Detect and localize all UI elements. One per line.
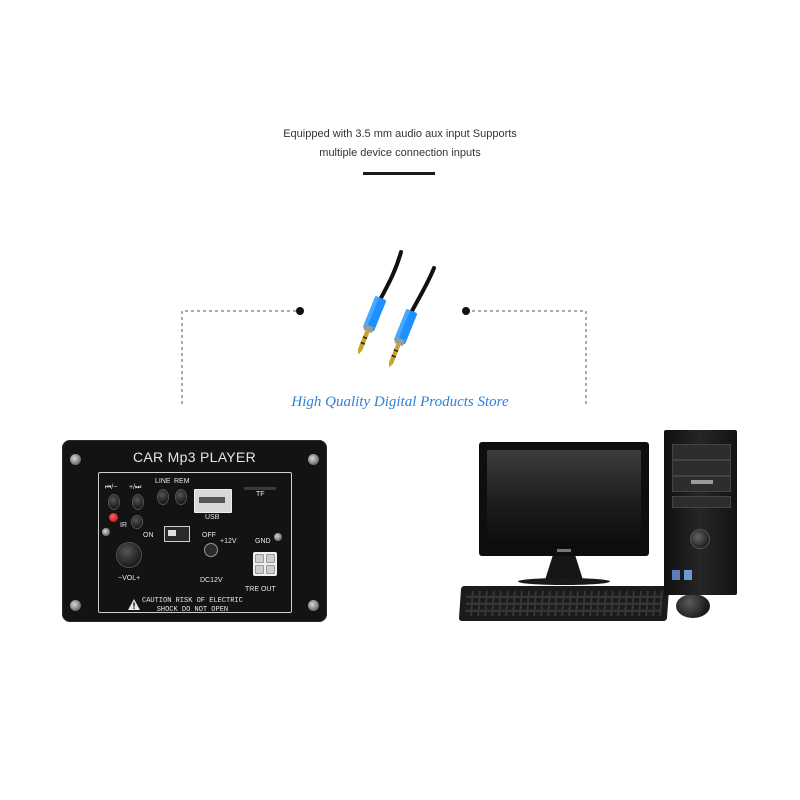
keyboard — [458, 586, 670, 621]
tf-card-slot[interactable] — [244, 487, 276, 490]
off-label: OFF — [202, 532, 216, 539]
panel-frame — [98, 472, 292, 613]
volume-knob[interactable] — [117, 543, 141, 567]
next-button[interactable] — [133, 495, 143, 509]
screw-top-left — [70, 454, 81, 465]
line-in-jack[interactable] — [158, 490, 168, 504]
panel-title: CAR Mp3 PLAYER — [133, 449, 256, 465]
watermark: High Quality Digital Products Store — [291, 394, 509, 410]
caution-text: CAUTION RISK OF ELECTRIC SHOCK DO NOT OP… — [142, 597, 243, 615]
caution-line-1: CAUTION RISK OF ELECTRIC — [142, 597, 243, 605]
ir-receiver — [132, 516, 142, 528]
tower-badge-2 — [684, 570, 692, 580]
plus12v-label: +12V — [220, 538, 237, 545]
gnd-label: GND — [255, 538, 271, 545]
line-label: LINE — [155, 478, 171, 485]
red-led-icon — [109, 513, 118, 522]
dc-power-jack[interactable] — [204, 543, 218, 557]
drive-bay-1 — [672, 444, 731, 460]
mount-hole-left — [102, 528, 110, 536]
caption-line-2: multiple device connection inputs — [319, 147, 481, 159]
remote-jack[interactable] — [176, 490, 186, 504]
monitor-stand-base — [518, 578, 610, 585]
mouse — [676, 594, 710, 618]
caption: Equipped with 3.5 mm audio aux input Sup… — [0, 125, 800, 163]
right-connector-dot — [462, 307, 470, 315]
power-button[interactable] — [691, 530, 709, 548]
on-label: ON — [143, 532, 154, 539]
vol-label: −VOL+ — [118, 575, 141, 582]
power-terminal[interactable] — [253, 552, 277, 576]
caption-rule — [363, 172, 435, 175]
pc-tower — [664, 430, 737, 595]
screw-top-right — [308, 454, 319, 465]
drive-bay-2 — [672, 460, 731, 476]
drive-bay-3 — [672, 476, 731, 492]
drive-label — [691, 480, 713, 484]
usb-label: USB — [205, 514, 220, 521]
tf-label: TF — [256, 491, 265, 498]
warning-triangle-icon — [128, 599, 140, 610]
dc12v-label: DC12V — [200, 577, 223, 584]
prev-button[interactable] — [109, 495, 119, 509]
ir-label: IR — [120, 522, 127, 529]
screw-bottom-right — [308, 600, 319, 611]
left-connector-line — [181, 310, 300, 404]
caption-line-1: Equipped with 3.5 mm audio aux input Sup… — [283, 128, 517, 140]
tre-out-label: TRE OUT — [245, 586, 276, 593]
tower-badge-1 — [672, 570, 680, 580]
monitor-brand-mark — [557, 549, 571, 552]
power-switch[interactable] — [164, 526, 190, 542]
keyboard-keys — [465, 591, 663, 616]
audio-cable-icon — [357, 250, 436, 368]
rem-label: REM — [174, 478, 190, 485]
prev-label: ⏮/− — [105, 484, 118, 491]
usb-port[interactable] — [194, 489, 232, 513]
screw-bottom-left — [70, 600, 81, 611]
monitor-screen — [487, 450, 641, 548]
mount-hole — [274, 533, 282, 541]
monitor — [479, 442, 649, 556]
drive-bay-4 — [672, 496, 731, 508]
caution-line-2: SHOCK DO NOT OPEN — [156, 606, 229, 614]
car-mp3-panel: CAR Mp3 PLAYER ⏮/− +/⏭ LINE REM TF USB I… — [62, 440, 327, 622]
left-connector-dot — [296, 307, 304, 315]
right-connector-line — [466, 310, 587, 404]
next-label: +/⏭ — [129, 484, 142, 491]
